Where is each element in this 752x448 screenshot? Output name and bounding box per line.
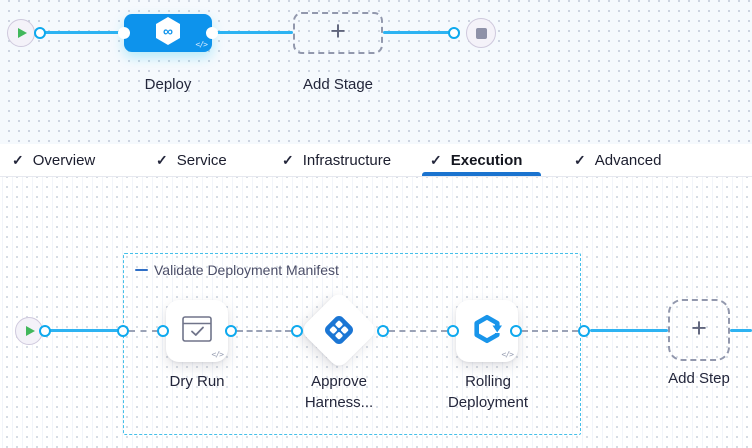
tab-overview[interactable]: ✓ Overview — [12, 144, 95, 177]
check-icon: ✓ — [156, 152, 168, 168]
tab-infrastructure[interactable]: ✓ Infrastructure — [282, 144, 391, 177]
step-group-title[interactable]: Validate Deployment Manifest — [154, 262, 339, 278]
execution-start-node[interactable] — [15, 317, 43, 345]
dryrun-out-port[interactable] — [225, 325, 237, 337]
approve-out-port[interactable] — [377, 325, 389, 337]
edge-addstage-end — [383, 31, 450, 34]
harness-approval-icon — [321, 312, 357, 348]
play-icon — [26, 326, 35, 336]
edge-group-dryrun — [129, 330, 158, 332]
rolling-in-port[interactable] — [447, 325, 459, 337]
rolling-deployment-icon — [472, 314, 502, 349]
stage-canvas[interactable]: ∞ </> + Deploy Add Stage — [0, 0, 752, 144]
active-tab-indicator — [422, 172, 541, 176]
execution-canvas[interactable]: Validate Deployment Manifest </> — [0, 177, 752, 448]
plus-icon: + — [691, 313, 707, 343]
check-icon: ✓ — [430, 152, 442, 168]
add-step-label: Add Step — [668, 370, 730, 387]
step-group-validate-deployment-manifest[interactable]: Validate Deployment Manifest — [123, 253, 581, 435]
play-icon — [18, 28, 27, 38]
check-icon: ✓ — [574, 152, 586, 168]
edge-approve-rolling — [389, 330, 447, 332]
tab-label: Overview — [32, 152, 96, 169]
cd-hexagon-icon: ∞ — [154, 16, 182, 51]
end-in-port[interactable] — [448, 27, 460, 39]
plus-icon: + — [330, 16, 346, 46]
edge-dryrun-approve — [237, 330, 291, 332]
yaml-code-icon[interactable]: </> — [195, 40, 208, 49]
pipeline-end-node[interactable] — [466, 18, 496, 48]
step-label-dry-run: Dry Run — [169, 373, 225, 390]
tab-execution[interactable]: ✓ Execution — [430, 144, 522, 177]
edge-addstep-right — [730, 329, 752, 332]
add-stage-button[interactable]: + — [293, 12, 383, 54]
deploy-out-port[interactable] — [206, 27, 218, 39]
dry-run-check-window-icon — [182, 315, 212, 347]
group-in-port[interactable] — [117, 325, 129, 337]
start-out-port[interactable] — [34, 27, 46, 39]
check-icon: ✓ — [282, 152, 294, 168]
check-icon: ✓ — [12, 152, 24, 168]
add-stage-label: Add Stage — [302, 76, 374, 93]
stop-icon — [475, 27, 487, 39]
tab-label: Infrastructure — [302, 152, 392, 169]
step-label-rolling-deployment: Rolling Deployment — [447, 373, 529, 411]
step-group-header[interactable]: Validate Deployment Manifest — [135, 262, 339, 278]
tab-label: Service — [176, 152, 227, 169]
edge-rolling-groupend — [522, 330, 578, 332]
rolling-out-port[interactable] — [510, 325, 522, 337]
tab-label: Advanced — [594, 152, 662, 169]
step-label-approve-harness: Approve Harness... — [304, 373, 374, 411]
dryrun-in-port[interactable] — [157, 325, 169, 337]
step-dry-run[interactable]: </> — [166, 300, 228, 362]
infinity-glyph: ∞ — [163, 23, 173, 39]
approve-in-port[interactable] — [291, 325, 303, 337]
stage-node-deploy[interactable]: ∞ </> — [124, 14, 212, 52]
step-approve-harness[interactable] — [299, 290, 379, 370]
exec-start-out-port[interactable] — [39, 325, 51, 337]
edge-group-addstep — [590, 329, 668, 332]
stage-config-tabs: ✓ Overview ✓ Service ✓ Infrastructure ✓ … — [0, 144, 752, 177]
yaml-code-icon[interactable]: </> — [501, 350, 514, 359]
edge-deploy-addstage — [212, 31, 293, 34]
deploy-in-port[interactable] — [118, 27, 130, 39]
step-rolling-deployment[interactable]: </> — [456, 300, 518, 362]
collapse-icon[interactable] — [135, 268, 148, 272]
tab-label: Execution — [450, 152, 523, 169]
pipeline-start-node[interactable] — [7, 19, 35, 47]
edge-start-deploy — [41, 31, 125, 34]
add-step-button[interactable]: + — [668, 299, 730, 361]
stage-label-deploy: Deploy — [144, 76, 192, 93]
tab-advanced[interactable]: ✓ Advanced — [574, 144, 661, 177]
tab-service[interactable]: ✓ Service — [156, 144, 227, 177]
yaml-code-icon[interactable]: </> — [211, 350, 224, 359]
group-out-port[interactable] — [578, 325, 590, 337]
edge-start-group — [45, 329, 124, 332]
